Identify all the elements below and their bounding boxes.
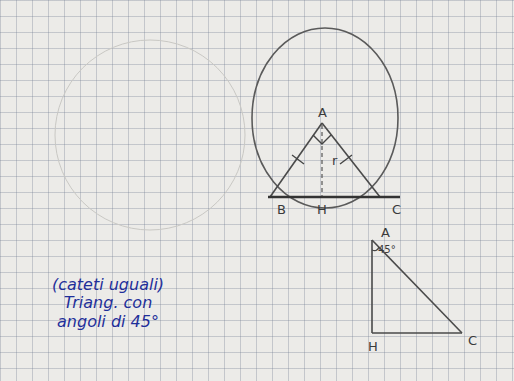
leg-hc	[372, 332, 462, 334]
angle-label: 45°	[378, 245, 396, 255]
right-angle-mark	[313, 135, 331, 144]
vertex-label: A	[381, 226, 390, 239]
side-ab	[270, 123, 322, 197]
circle	[252, 28, 398, 208]
vertex-label: C	[468, 334, 477, 347]
angle-arc	[372, 247, 379, 251]
leg-ah	[371, 240, 373, 333]
vertex-label: B	[277, 203, 286, 216]
foot-label: H	[317, 203, 327, 216]
radius-label: r	[332, 154, 337, 167]
foot-label: H	[368, 340, 378, 353]
vertex-label: C	[392, 203, 401, 216]
height-ah	[321, 125, 322, 196]
note: (cateti uguali) Triang. con angoli di 45…	[38, 276, 178, 331]
base-bc	[268, 196, 400, 199]
tick-mark	[292, 155, 304, 164]
side-ac	[322, 123, 380, 197]
hypotenuse-ac	[372, 240, 462, 333]
erased-circle	[55, 40, 245, 230]
vertex-label: A	[318, 106, 327, 119]
tick-mark	[340, 155, 352, 164]
